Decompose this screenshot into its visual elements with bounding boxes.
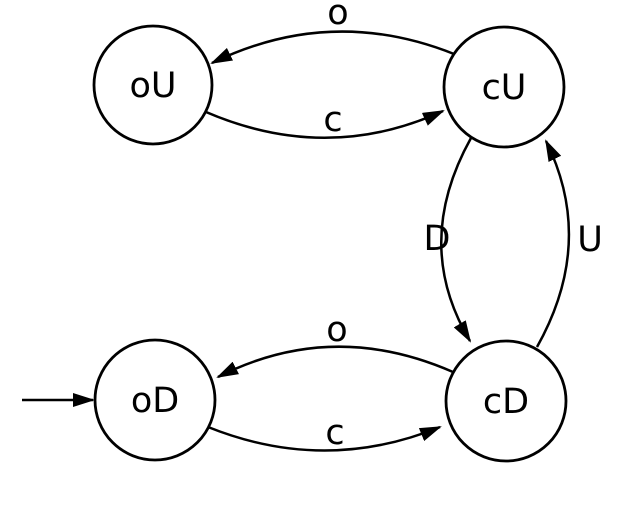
transition-oD-to-cD	[207, 425, 442, 452]
state-oD-circle	[93, 338, 217, 462]
state-oD-label: oD	[131, 381, 179, 421]
transition-label-D: D	[424, 219, 451, 259]
state-oU: oU	[92, 24, 214, 146]
state-cU-label: cU	[482, 68, 527, 108]
transition-cD-to-oD	[216, 345, 454, 379]
state-cU: cU	[442, 25, 566, 149]
transition-oU-to-cU	[205, 109, 445, 139]
transition-cU-to-cD	[440, 137, 473, 343]
state-oD: oD	[93, 338, 217, 462]
state-cU-circle	[442, 25, 566, 149]
transition-cU-to-oU	[210, 30, 455, 65]
state-cD-label: cD	[483, 382, 529, 422]
transition-label-c-upper: c	[323, 100, 342, 140]
state-oU-circle	[92, 24, 214, 146]
transition-label-o-upper: o	[327, 0, 348, 33]
transition-label-o-lower: o	[326, 310, 347, 350]
state-oU-label: oU	[129, 66, 176, 106]
transition-label-c-lower: c	[325, 413, 344, 453]
transition-cD-to-cU	[535, 139, 571, 348]
state-cD: cD	[444, 339, 568, 463]
transition-label-U: U	[577, 220, 603, 260]
state-cD-circle	[444, 339, 568, 463]
